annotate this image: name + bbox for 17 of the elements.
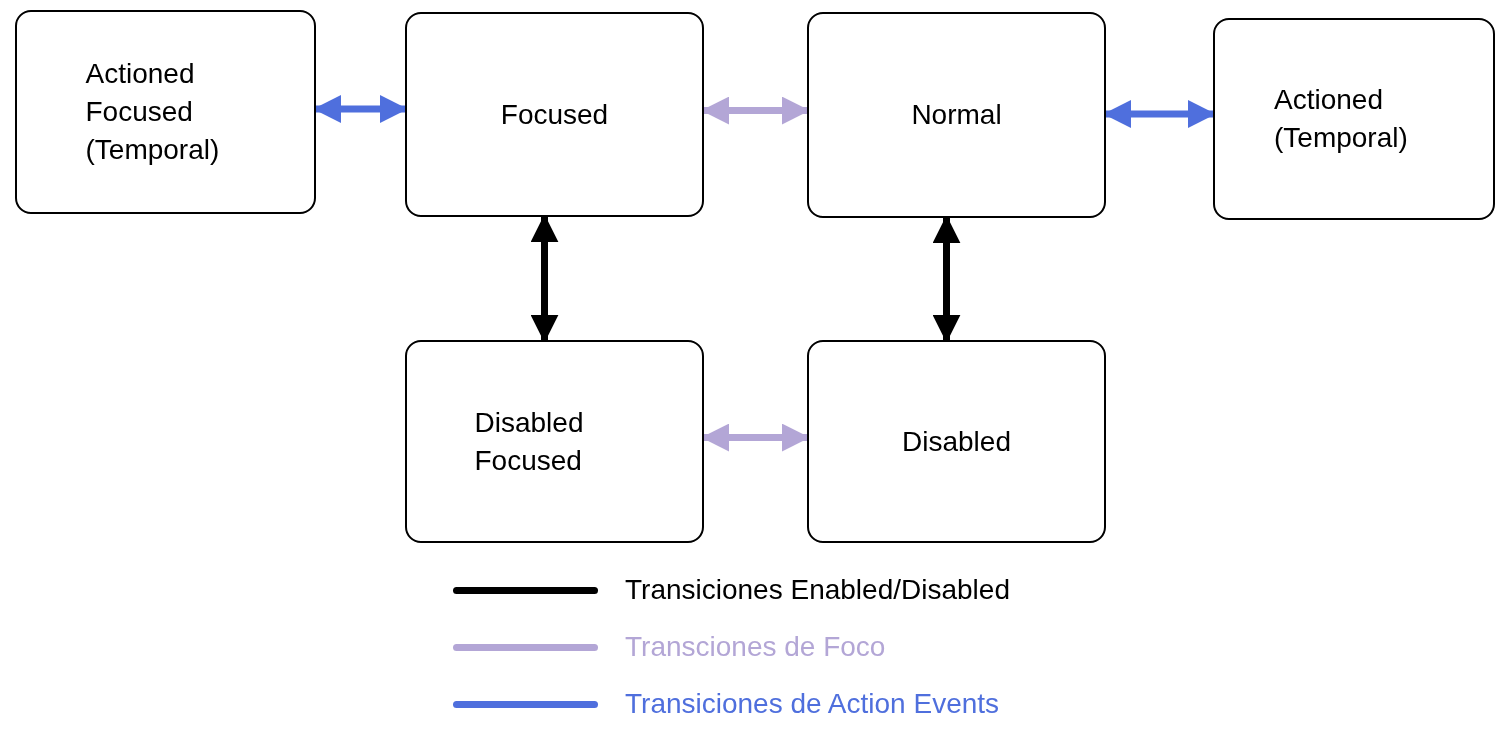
state-box	[15, 10, 316, 214]
state-label: Disabled Focused	[474, 405, 585, 478]
legend-label: Transiciones Enabled/Disabled	[625, 573, 1010, 607]
state-box	[807, 12, 1106, 218]
state-label: Disabled	[902, 424, 1011, 459]
legend-label: Transciones de Foco	[625, 630, 886, 664]
legend-label: Transiciones de Action Events	[625, 687, 1000, 721]
state-box	[1213, 18, 1495, 220]
state-box	[807, 340, 1106, 543]
state-label: Focused	[500, 97, 609, 132]
double-arrow	[932, 215, 961, 343]
state-box	[405, 12, 704, 217]
double-arrow	[530, 214, 559, 343]
state-box	[405, 340, 704, 543]
state-label: Actioned Focused (Temporal)	[85, 57, 221, 167]
state-label: Actioned (Temporal)	[1274, 83, 1409, 155]
state-label: Normal	[911, 98, 1002, 132]
